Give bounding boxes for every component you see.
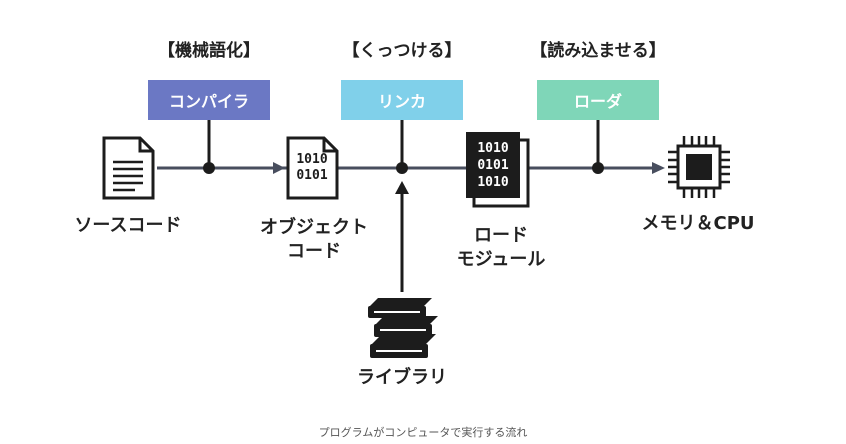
load-module-icon: 1010 0101 1010 bbox=[466, 132, 530, 208]
linker-box: リンカ bbox=[341, 80, 463, 120]
arrow-head-to-object bbox=[273, 162, 285, 174]
books-icon bbox=[368, 298, 438, 358]
library-arrow-head bbox=[395, 181, 409, 194]
memory-cpu-label: メモリ＆CPU bbox=[641, 213, 755, 234]
cpu-chip-icon bbox=[668, 136, 730, 198]
load-module-label-line-1: ロード bbox=[474, 225, 528, 246]
linker-junction bbox=[396, 162, 408, 174]
document-icon bbox=[102, 136, 155, 200]
compiler-box: コンパイラ bbox=[148, 80, 270, 120]
object-binary-line-1: 1010 bbox=[296, 152, 327, 167]
object-file-icon: 1010 0101 bbox=[286, 136, 339, 200]
arrow-head-to-cpu bbox=[652, 162, 665, 174]
load-module-label-line-2: モジュール bbox=[456, 249, 546, 270]
figure-caption: プログラムがコンピュータで実行する流れ bbox=[318, 426, 528, 439]
object-binary-line-2: 0101 bbox=[296, 168, 327, 183]
loader-junction bbox=[592, 162, 604, 174]
library-label: ライブラリ bbox=[357, 367, 447, 388]
loader-box: ローダ bbox=[537, 80, 659, 120]
object-code-label-line-1: オブジェクト bbox=[260, 217, 368, 238]
loader-step-title: 【読み込ませる】 bbox=[530, 41, 666, 61]
load-binary-line-1: 1010 bbox=[477, 141, 508, 156]
compiler-junction bbox=[203, 162, 215, 174]
load-binary-line-3: 1010 bbox=[477, 175, 508, 190]
load-binary-line-2: 0101 bbox=[477, 158, 508, 173]
compiler-step-title: 【機械語化】 bbox=[158, 41, 260, 61]
loader-label: ローダ bbox=[573, 92, 622, 111]
linker-step-title: 【くっつける】 bbox=[342, 41, 462, 61]
object-code-label: オブジェクト コード bbox=[244, 216, 384, 264]
load-module-label: ロード モジュール bbox=[436, 224, 566, 272]
object-code-label-line-2: コード bbox=[287, 241, 341, 262]
compiler-label: コンパイラ bbox=[168, 92, 249, 111]
linker-label: リンカ bbox=[377, 92, 426, 111]
source-code-label: ソースコード bbox=[74, 215, 182, 236]
